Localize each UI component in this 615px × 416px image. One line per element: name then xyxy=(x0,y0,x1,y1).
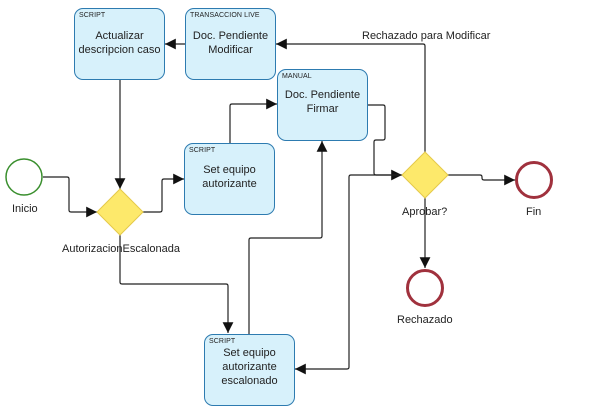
edge-autorizacion-to-set-escalonado[interactable] xyxy=(119,235,234,333)
edge-aprobar-to-fin[interactable] xyxy=(447,174,515,186)
task-type-label: TRANSACCION LIVE xyxy=(190,12,260,19)
edge-set-equipo-to-firmar[interactable] xyxy=(229,98,277,143)
gateway-aprobar[interactable] xyxy=(401,151,449,199)
start-event-inicio[interactable] xyxy=(5,158,43,196)
end-event-fin-label: Fin xyxy=(526,206,542,218)
end-event-fin[interactable] xyxy=(515,161,553,199)
task-name: Set equipo autorizante xyxy=(202,164,257,190)
gateway-aprobar-label: Aprobar? xyxy=(402,206,448,218)
task-doc-pendiente-modificar[interactable]: TRANSACCION LIVE Doc. Pendiente Modifica… xyxy=(185,8,276,80)
task-type-label: MANUAL xyxy=(282,73,312,80)
gateway-autorizacion-label: AutorizacionEscalonada xyxy=(62,243,181,255)
edge-inicio-to-autorizacion[interactable] xyxy=(43,176,97,218)
task-set-equipo-autorizante[interactable]: SCRIPT Set equipo autorizante xyxy=(184,143,275,215)
task-type-label: SCRIPT xyxy=(209,338,236,345)
task-name: Actualizar descripcion caso xyxy=(78,30,161,56)
task-actualizar-descripcion-caso[interactable]: SCRIPT Actualizar descripcion caso xyxy=(74,8,165,80)
edge-autorizacion-to-set-equipo[interactable] xyxy=(143,173,184,213)
task-type-label: SCRIPT xyxy=(79,12,106,19)
edge-aprobar-to-modificar[interactable] xyxy=(276,38,426,152)
task-name: Doc. Pendiente Modificar xyxy=(192,30,269,56)
end-event-rechazado[interactable] xyxy=(406,269,444,307)
end-event-rechazado-label: Rechazado xyxy=(397,314,453,326)
edge-set-escalonado-to-firmar[interactable] xyxy=(248,141,328,334)
task-name: Set equipo autorizante escalonado xyxy=(221,347,278,387)
task-type-label: SCRIPT xyxy=(189,147,216,154)
flow-label-rechazado-para-modificar: Rechazado para Modificar xyxy=(362,30,491,42)
edge-firmar-to-aprobar[interactable] xyxy=(367,104,402,181)
task-set-equipo-autorizante-escalonado[interactable]: SCRIPT Set equipo autorizante escalonado xyxy=(204,334,295,406)
start-event-label: Inicio xyxy=(12,203,38,215)
task-name: Doc. Pendiente Firmar xyxy=(284,89,361,115)
gateway-autorizacion-escalonada[interactable] xyxy=(96,188,144,236)
task-doc-pendiente-firmar[interactable]: MANUAL Doc. Pendiente Firmar xyxy=(277,69,368,141)
edge-aprobar-to-set-escalonado[interactable] xyxy=(295,174,402,375)
